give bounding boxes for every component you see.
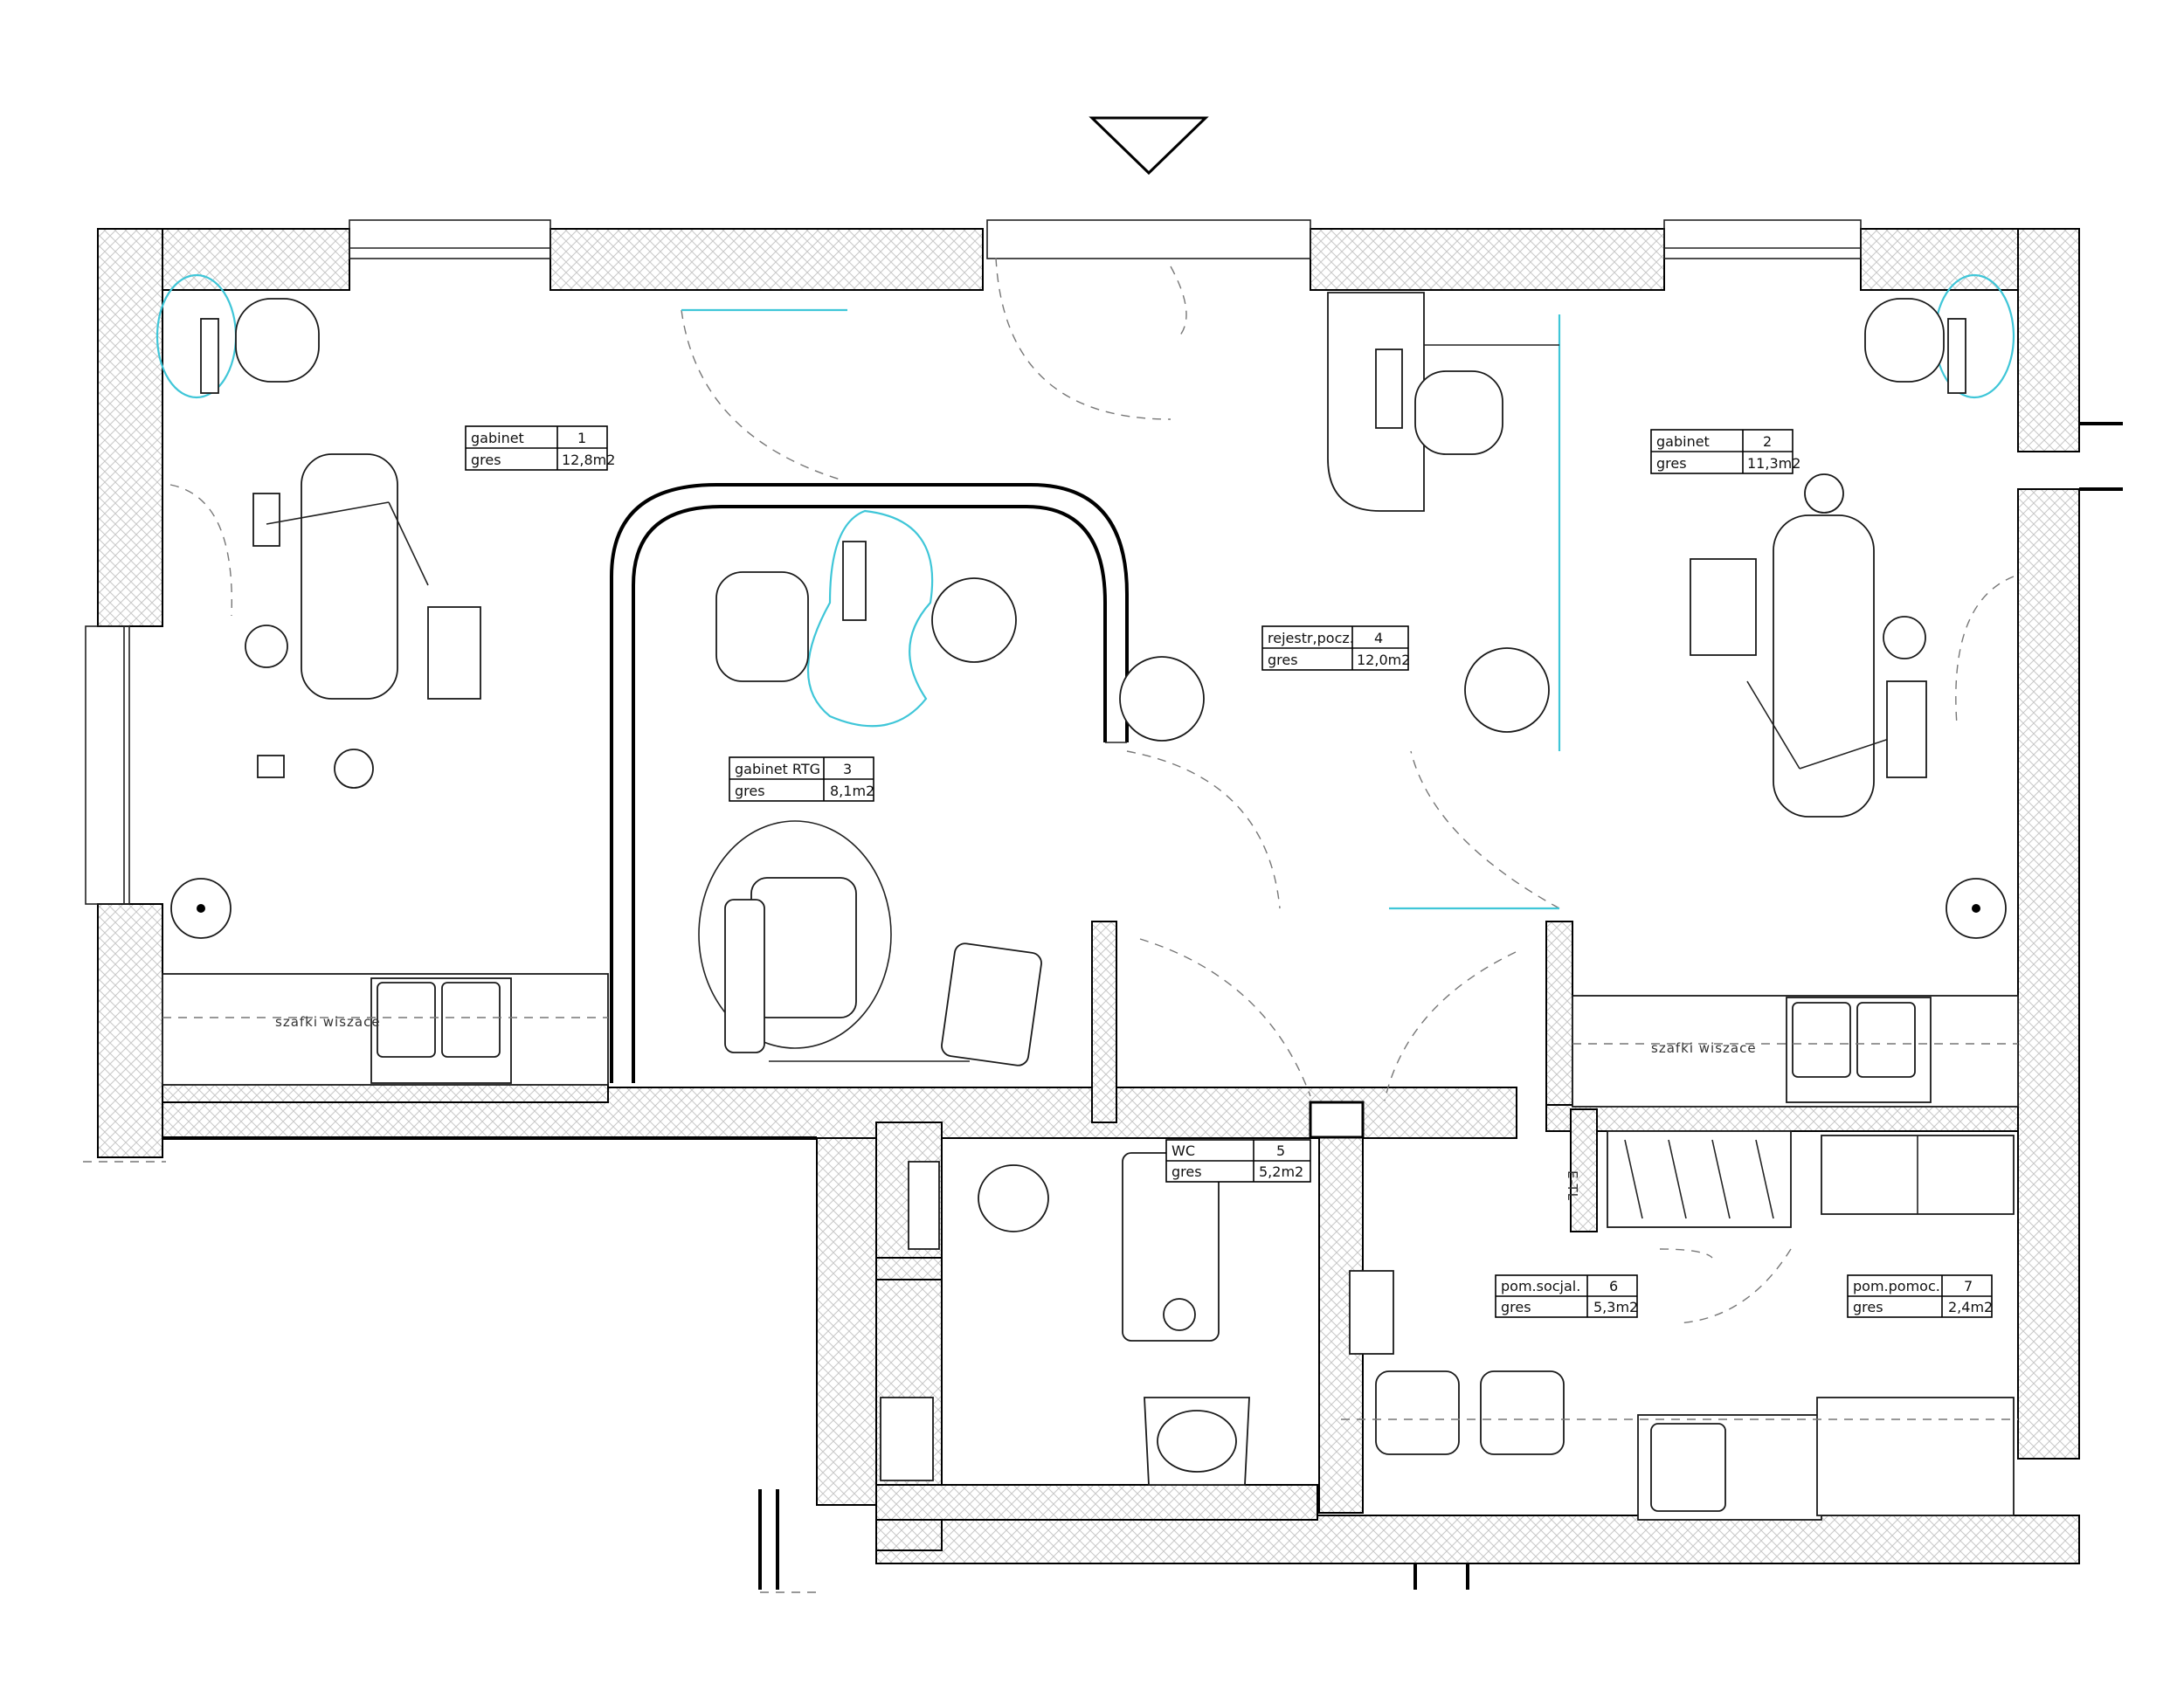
room-name: WC (1171, 1142, 1195, 1159)
rooms-6-7-fixtures (1341, 1130, 2018, 1521)
room-floor: gres (1501, 1299, 1531, 1315)
room-name: rejestr,pocz. (1268, 630, 1354, 646)
entrance-marker (1089, 116, 1209, 176)
room-area: 5,2m2 (1259, 1163, 1303, 1180)
room-name: gabinet (471, 430, 524, 446)
room-label-2: gabinet 2 gres 11,3m2 (1650, 429, 1800, 474)
room-number: 6 (1609, 1278, 1618, 1294)
note-cabinets-right: szafki wiszace (1651, 1040, 1757, 1056)
room-label-3: gabinet RTG 3 gres 8,1m2 (729, 756, 874, 802)
room-label-5: WC 5 gres 5,2m2 (1165, 1139, 1311, 1183)
room-floor: gres (1268, 652, 1298, 668)
room-number: 1 (577, 430, 586, 446)
room-2-furniture (1572, 273, 2019, 1108)
outer-walls (83, 219, 2123, 1593)
room-1-furniture (156, 273, 609, 1086)
room-number: 5 (1276, 1142, 1285, 1159)
room-floor: gres (735, 783, 765, 799)
room-area: 8,1m2 (830, 783, 874, 799)
room-label-7: pom.pomoc. 7 gres 2,4m2 (1847, 1274, 1993, 1318)
wc-fixtures (880, 1152, 1250, 1486)
room-floor: gres (1656, 455, 1687, 472)
room-floor: gres (1171, 1163, 1202, 1180)
note-panel: E-TL (1565, 1170, 1580, 1201)
room-area: 12,0m2 (1357, 652, 1410, 668)
room-label-6: pom.socjal. 6 gres 5,3m2 (1495, 1274, 1638, 1318)
room-number: 3 (843, 761, 852, 777)
room-number: 2 (1763, 433, 1772, 450)
room-number: 4 (1374, 630, 1383, 646)
door-swings (169, 257, 2015, 1324)
room-name: gabinet RTG (735, 761, 820, 777)
room-floor: gres (1853, 1299, 1883, 1315)
room-name: gabinet (1656, 433, 1710, 450)
room-area: 11,3m2 (1747, 455, 1800, 472)
room-number: 7 (1964, 1278, 1973, 1294)
note-cabinets-left: szafki wiszace (275, 1014, 381, 1030)
room-label-1: gabinet 1 gres 12,8m2 (465, 425, 615, 471)
room-4-reception (1327, 292, 1559, 512)
room-label-4: rejestr,pocz. 4 gres 12,0m2 (1261, 625, 1410, 671)
room-3-furniture (698, 509, 1550, 1066)
room-floor: gres (471, 452, 501, 468)
room-name: pom.pomoc. (1853, 1278, 1940, 1294)
room-area: 5,3m2 (1593, 1299, 1638, 1315)
room-area: 2,4m2 (1948, 1299, 1993, 1315)
room-area: 12,8m2 (562, 452, 615, 468)
room-name: pom.socjal. (1501, 1278, 1580, 1294)
